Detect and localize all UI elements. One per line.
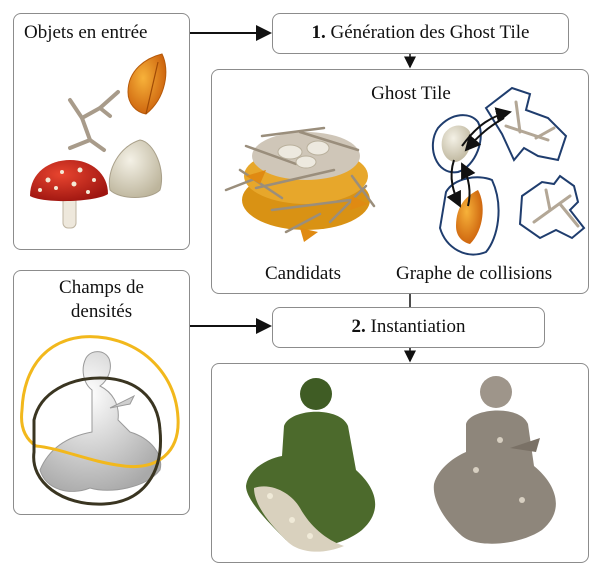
step1-label: 1. Génération des Ghost Tile (272, 23, 569, 42)
step1-number: 1. (312, 22, 326, 43)
density-fields-label-line1: Champs de (13, 278, 190, 297)
candidates-label: Candidats (265, 264, 341, 283)
collision-graph-illustration (433, 88, 584, 255)
candidates-nest-illustration (226, 128, 374, 242)
step1-text: Génération des Ghost Tile (326, 22, 530, 43)
twig-icon (70, 92, 118, 150)
step2-text: Instantiation (366, 316, 466, 337)
stone-icon (109, 140, 161, 198)
density-fields-label-line2: densités (13, 302, 190, 321)
ghost-tile-title: Ghost Tile (211, 84, 592, 103)
step2-number: 2. (352, 316, 366, 337)
input-objects-label: Objets en entrée (24, 23, 147, 42)
collision-graph-label: Graphe de collisions (396, 264, 552, 283)
instantiation-grey-result (434, 376, 556, 544)
instantiation-green-result (246, 378, 375, 552)
step2-label: 2. Instantiation (272, 317, 545, 336)
density-figure-illustration (22, 337, 179, 505)
mushroom-icon (30, 160, 108, 228)
leaf-icon (128, 54, 166, 114)
